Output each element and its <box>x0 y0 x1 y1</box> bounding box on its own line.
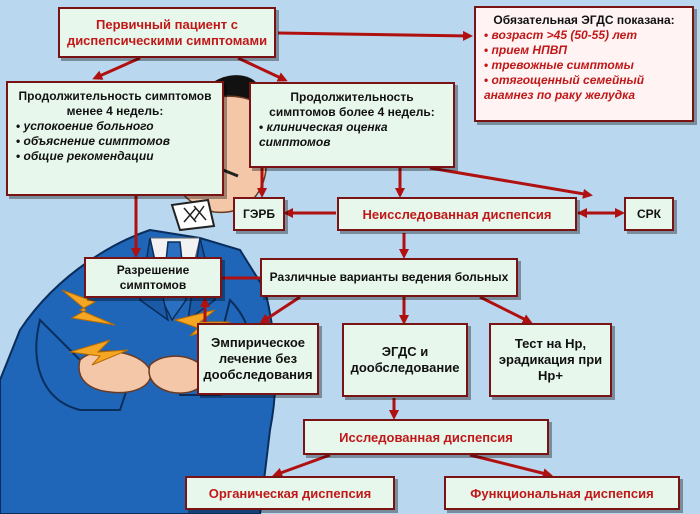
arrow-long-to-ibs <box>429 166 593 199</box>
primary-patient-box: Первичный пациент с диспепсическими симп… <box>58 7 276 58</box>
arrow-investigated-to-functional <box>469 453 553 479</box>
resolution-box: Разрешение симптомов <box>84 257 222 298</box>
egds-required-item: прием НПВП <box>484 43 684 58</box>
arrow-investigated-to-organic <box>272 453 331 478</box>
long-duration-list: клиническая оценка симптомов <box>259 120 445 150</box>
gerd-label: ГЭРБ <box>243 206 275 221</box>
short-duration-title: Продолжительность симптомов менее 4 неде… <box>18 89 212 118</box>
management-label: Различные варианты ведения больных <box>269 270 509 284</box>
egds-workup-label: ЭГДС и дообследование <box>350 344 460 375</box>
arrow-management-to-empirical <box>259 295 301 324</box>
arrow-primary-to-long <box>237 56 288 82</box>
short-duration-list: успокоение больного объяснение симптомов… <box>16 119 214 164</box>
ibs-label: СРК <box>637 206 661 221</box>
short-duration-box: Продолжительность симптомов менее 4 неде… <box>6 81 224 196</box>
long-duration-item: клиническая оценка симптомов <box>259 120 445 150</box>
hp-test-label: Тест на Hp, эрадикация при Hp+ <box>498 336 603 383</box>
short-duration-item: общие рекомендации <box>16 149 214 164</box>
short-duration-item: успокоение больного <box>16 119 214 134</box>
uninvestigated-label: Неисследованная диспепсия <box>362 206 552 222</box>
egds-required-title: Обязательная ЭГДС показана: <box>493 13 675 27</box>
egds-required-list: возраст >45 (50-55) лет прием НПВП трево… <box>484 28 684 103</box>
arrow-management-to-hp <box>479 295 533 324</box>
empirical-label: Эмпирическое лечение без дообследования <box>203 335 313 382</box>
egds-required-box: Обязательная ЭГДС показана: возраст >45 … <box>474 6 694 122</box>
egds-workup-box: ЭГДС и дообследование <box>342 323 468 397</box>
gerd-box: ГЭРБ <box>233 197 285 231</box>
egds-required-item: возраст >45 (50-55) лет <box>484 28 684 43</box>
short-duration-item: объяснение симптомов <box>16 134 214 149</box>
egds-required-item: тревожные симптомы <box>484 58 684 73</box>
arrow-primary-to-short <box>92 56 141 80</box>
long-duration-title: Продолжительность симптомов более 4 неде… <box>269 90 435 119</box>
ibs-box: СРК <box>624 197 674 231</box>
investigated-label: Исследованная диспепсия <box>339 429 513 445</box>
functional-label: Функциональная диспепсия <box>470 485 654 501</box>
organic-box: Органическая диспепсия <box>185 476 395 510</box>
uninvestigated-box: Неисследованная диспепсия <box>337 197 577 231</box>
hp-test-box: Тест на Hp, эрадикация при Hp+ <box>489 323 612 397</box>
investigated-box: Исследованная диспепсия <box>303 419 549 455</box>
long-duration-box: Продолжительность симптомов более 4 неде… <box>249 82 455 168</box>
resolution-label: Разрешение симптомов <box>116 262 190 292</box>
management-box: Различные варианты ведения больных <box>260 258 518 297</box>
empirical-box: Эмпирическое лечение без дообследования <box>197 323 319 395</box>
primary-patient-label: Первичный пациент с диспепсическими симп… <box>66 16 268 48</box>
arrow-primary-to-egds <box>277 30 473 41</box>
organic-label: Органическая диспепсия <box>208 485 372 501</box>
functional-box: Функциональная диспепсия <box>444 476 680 510</box>
egds-required-item: отягощенный семейный анамнез по раку жел… <box>484 73 684 103</box>
